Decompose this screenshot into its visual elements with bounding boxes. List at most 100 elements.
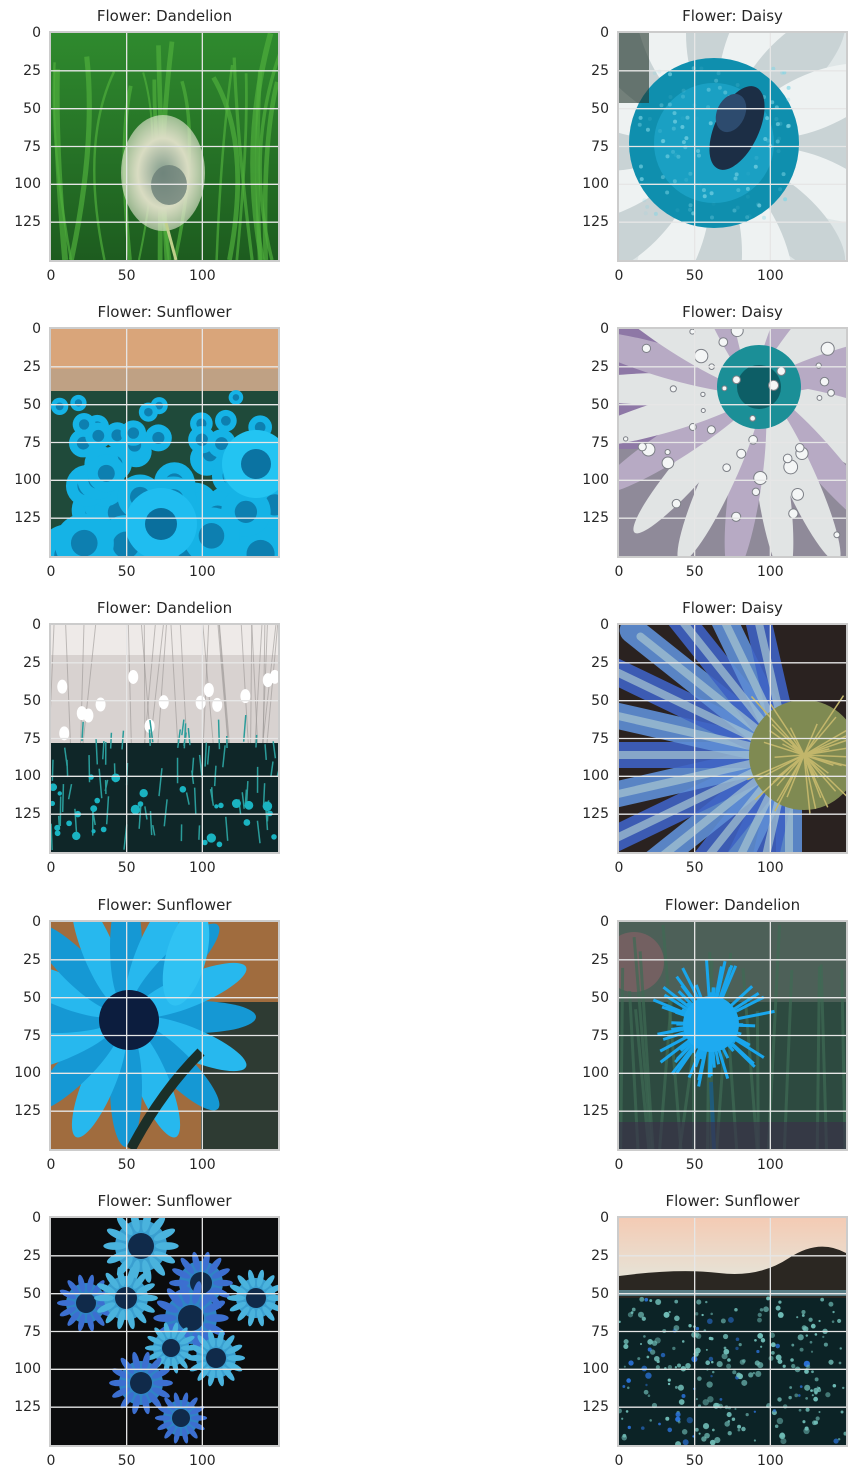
flower-photo [51, 33, 278, 260]
x-tick-label: 100 [188, 1157, 216, 1173]
y-tick-label: 75 [591, 1027, 609, 1044]
y-tick-label: 125 [14, 510, 41, 527]
x-tick-label: 50 [685, 1453, 704, 1469]
x-tick-label: 0 [614, 1157, 624, 1173]
y-tick-label: 100 [14, 176, 41, 193]
x-tick-label: 0 [46, 564, 56, 580]
image-axes [617, 1216, 848, 1447]
image-axes [49, 1216, 280, 1447]
x-tick-label: 100 [188, 1453, 216, 1469]
y-tick-label: 50 [23, 989, 41, 1006]
y-tick-label: 0 [32, 1210, 41, 1226]
x-tick-label: 0 [614, 1453, 624, 1469]
y-tick-label: 0 [600, 914, 609, 930]
y-tick-label: 125 [582, 510, 609, 527]
y-tick-label: 0 [32, 617, 41, 633]
panel-title: Flower: Daisy [682, 303, 783, 321]
panel-title: Flower: Daisy [682, 7, 783, 25]
image-axes [617, 920, 848, 1151]
x-tick-label: 100 [756, 1157, 784, 1173]
image-axes [49, 623, 280, 854]
y-tick-label: 25 [23, 62, 41, 79]
y-tick-label: 125 [582, 806, 609, 823]
y-tick-label: 25 [591, 951, 609, 968]
y-tick-label: 100 [582, 472, 609, 489]
y-tick-label: 75 [23, 730, 41, 747]
y-tick-label: 100 [14, 472, 41, 489]
y-tick-label: 25 [591, 62, 609, 79]
y-tick-label: 50 [23, 100, 41, 117]
flower-photo [619, 922, 846, 1149]
panel-title: Flower: Dandelion [664, 896, 801, 914]
image-axes [617, 327, 848, 558]
panel-title: Flower: Dandelion [96, 7, 233, 25]
panel-title: Flower: Daisy [682, 599, 783, 617]
x-tick-label: 0 [46, 860, 56, 876]
x-tick-label: 0 [46, 1157, 56, 1173]
y-tick-label: 50 [23, 396, 41, 413]
y-tick-label: 125 [14, 1399, 41, 1416]
y-tick-label: 0 [600, 1210, 609, 1226]
y-tick-label: 0 [32, 914, 41, 930]
x-tick-label: 100 [756, 1453, 784, 1469]
y-tick-label: 25 [23, 951, 41, 968]
y-tick-label: 25 [23, 654, 41, 671]
y-tick-label: 75 [23, 1323, 41, 1340]
y-tick-label: 75 [23, 1027, 41, 1044]
image-axes [617, 31, 848, 262]
y-tick-label: 25 [591, 1247, 609, 1264]
flower-photo [619, 625, 846, 852]
y-tick-label: 100 [14, 1361, 41, 1378]
y-tick-label: 75 [591, 434, 609, 451]
x-tick-label: 100 [756, 268, 784, 284]
panel-title: Flower: Sunflower [665, 1192, 800, 1210]
y-tick-label: 125 [582, 214, 609, 231]
y-tick-label: 50 [591, 100, 609, 117]
y-tick-label: 125 [14, 806, 41, 823]
y-tick-label: 0 [600, 25, 609, 41]
y-tick-label: 75 [591, 1323, 609, 1340]
panel-title: Flower: Dandelion [96, 599, 233, 617]
y-tick-label: 50 [591, 396, 609, 413]
y-tick-label: 0 [32, 321, 41, 337]
flower-photo [51, 625, 278, 852]
y-tick-label: 50 [591, 1285, 609, 1302]
x-tick-label: 100 [756, 860, 784, 876]
x-tick-label: 50 [685, 860, 704, 876]
x-tick-label: 0 [614, 564, 624, 580]
x-tick-label: 50 [117, 564, 136, 580]
y-tick-label: 100 [14, 1065, 41, 1082]
y-tick-label: 50 [591, 989, 609, 1006]
image-axes [49, 327, 280, 558]
y-tick-label: 100 [582, 176, 609, 193]
x-tick-label: 100 [188, 564, 216, 580]
y-tick-label: 100 [582, 1361, 609, 1378]
image-axes [49, 920, 280, 1151]
x-tick-label: 0 [46, 268, 56, 284]
x-tick-label: 50 [685, 564, 704, 580]
flower-photo [51, 922, 278, 1149]
x-tick-label: 0 [614, 268, 624, 284]
x-tick-label: 50 [117, 860, 136, 876]
y-tick-label: 100 [582, 768, 609, 785]
y-tick-label: 25 [23, 358, 41, 375]
x-tick-label: 0 [614, 860, 624, 876]
y-tick-label: 50 [23, 692, 41, 709]
image-axes [617, 623, 848, 854]
y-tick-label: 50 [23, 1285, 41, 1302]
y-tick-label: 75 [23, 434, 41, 451]
flower-photo [619, 1218, 846, 1445]
x-tick-label: 50 [117, 268, 136, 284]
y-tick-label: 100 [582, 1065, 609, 1082]
flower-photo [619, 329, 846, 556]
x-tick-label: 0 [46, 1453, 56, 1469]
panel-title: Flower: Sunflower [97, 896, 232, 914]
y-tick-label: 125 [582, 1103, 609, 1120]
x-tick-label: 50 [685, 268, 704, 284]
y-tick-label: 25 [591, 654, 609, 671]
flower-photo [51, 1218, 278, 1445]
x-tick-label: 50 [117, 1453, 136, 1469]
x-tick-label: 50 [117, 1157, 136, 1173]
x-tick-label: 100 [188, 860, 216, 876]
x-tick-label: 100 [756, 564, 784, 580]
